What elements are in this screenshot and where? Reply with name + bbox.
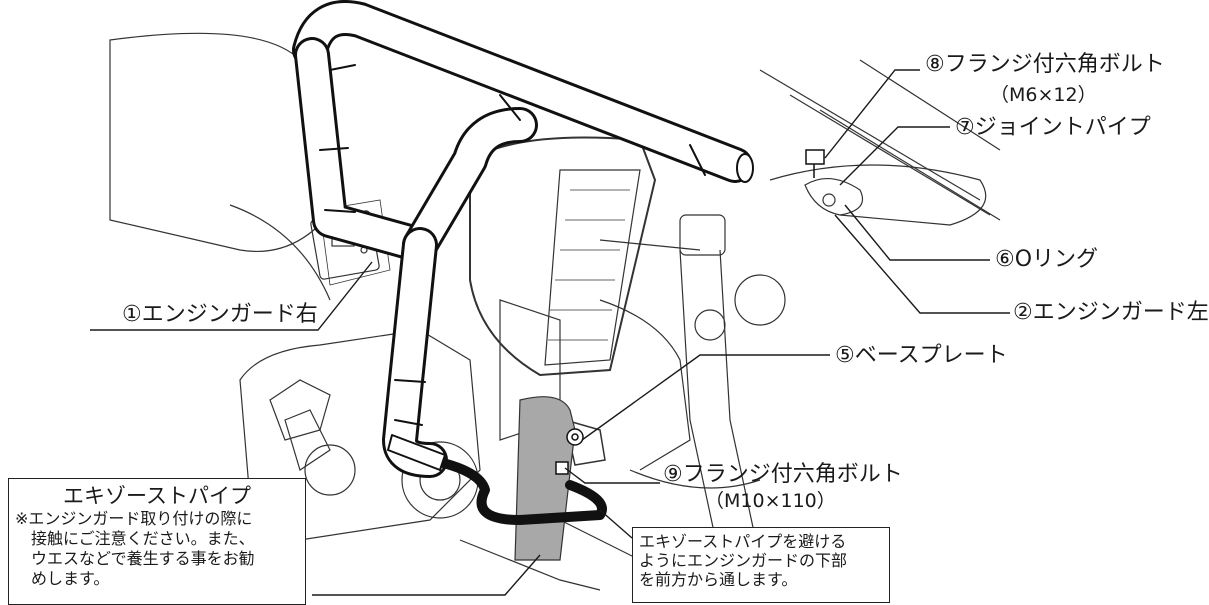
exhaust-caution-box: エキゾーストパイプ ※エンジンガード取り付けの際に 接触にご注意ください。また、… [8, 478, 306, 605]
exhaust-caution-title: エキゾーストパイプ [63, 484, 251, 508]
exhaust-caution-line: ※エンジンガード取り付けの際に [15, 509, 253, 528]
engine-guard-tubes [292, 0, 754, 525]
routing-note-box: エキゾーストパイプを避ける ようにエンジンガードの下部 を前方から通します。 [632, 527, 890, 603]
motorcycle-engine-guard-diagram [90, 0, 1010, 596]
exhaust-caution-line: 接触にご注意ください。また、 [15, 529, 255, 548]
exhaust-caution-line: ウエスなどで養生する事をお勧 [15, 549, 255, 568]
m6-bolt [805, 149, 825, 178]
routing-note-line: エキゾーストパイプを避ける [639, 532, 847, 551]
part-spec-9: （M10×110） [705, 490, 836, 512]
part-label-7: ⑦ジョイントパイプ [955, 115, 1151, 140]
part-label-6: ⑥Oリング [995, 247, 1099, 272]
part-label-9: ⑨フランジ付六角ボルト [663, 462, 903, 487]
m10-bolt [555, 428, 584, 475]
part-label-5: ⑤ベースプレート [835, 343, 1008, 368]
leader-lines [90, 69, 1010, 596]
part-spec-8: （M6×12） [990, 84, 1097, 106]
part-label-8: ⑧フランジ付六角ボルト [925, 52, 1165, 77]
part-label-1: ①エンジンガード右 [122, 302, 318, 327]
part-label-2: ②エンジンガード左 [1013, 300, 1209, 325]
routing-note-line: を前方から通します。 [639, 570, 798, 589]
routing-note-line: ようにエンジンガードの下部 [639, 551, 848, 570]
exhaust-caution-line: めします。 [15, 569, 110, 588]
exhaust-pipe [514, 396, 576, 561]
